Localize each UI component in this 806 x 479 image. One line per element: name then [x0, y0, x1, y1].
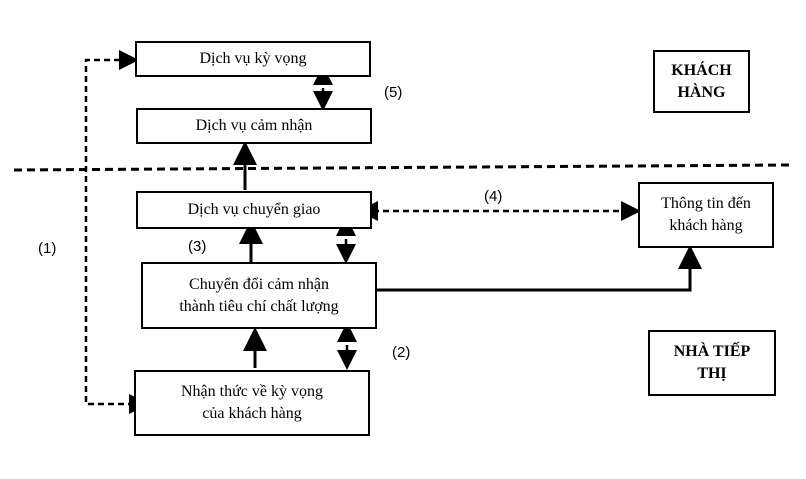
info-to-customer-line1: Thông tin đến [661, 195, 751, 212]
awareness-line1: Nhận thức về kỳ vọng [181, 383, 323, 400]
info-to-customer-box: Thông tin đến khách hàng [638, 182, 774, 248]
customer-box: KHÁCH HÀNG [653, 50, 750, 113]
gap5-label: (5) [384, 84, 403, 101]
translation-line1: Chuyển đổi cảm nhận [189, 275, 329, 293]
customer-label-line1: KHÁCH [671, 61, 732, 79]
translation-box: Chuyển đổi cảm nhận thành tiêu chí chất … [141, 262, 377, 329]
gap4-label: (4) [484, 188, 503, 205]
awareness-line2: của khách hàng [202, 405, 302, 422]
gap2-label: (2) [392, 344, 411, 361]
delivered-service-box: Dịch vụ chuyển giao [136, 191, 372, 229]
gap1-label: (1) [38, 240, 57, 257]
gap1-connector [84, 50, 149, 414]
awareness-box: Nhận thức về kỳ vọng của khách hàng [134, 370, 370, 436]
marketer-label-line2: THỊ [697, 365, 727, 382]
translation-line2: thành tiêu chí chất lượng [179, 297, 339, 315]
customer-label-line2: HÀNG [677, 83, 726, 101]
expected-service-label: Dịch vụ kỳ vọng [199, 50, 307, 67]
delivered-service-label: Dịch vụ chuyển giao [187, 201, 321, 218]
perceived-service-box: Dịch vụ cảm nhận [136, 108, 372, 144]
perceived-service-label: Dịch vụ cảm nhận [195, 117, 313, 134]
marketer-box: NHÀ TIẾP THỊ [648, 330, 776, 396]
gap3-label: (3) [188, 238, 207, 255]
info-to-customer-line2: khách hàng [669, 217, 743, 234]
divider-line [13, 163, 791, 172]
translation-to-info-arrow [376, 245, 702, 292]
marketer-label-line1: NHÀ TIẾP [673, 343, 751, 360]
expected-service-box: Dịch vụ kỳ vọng [135, 41, 371, 77]
